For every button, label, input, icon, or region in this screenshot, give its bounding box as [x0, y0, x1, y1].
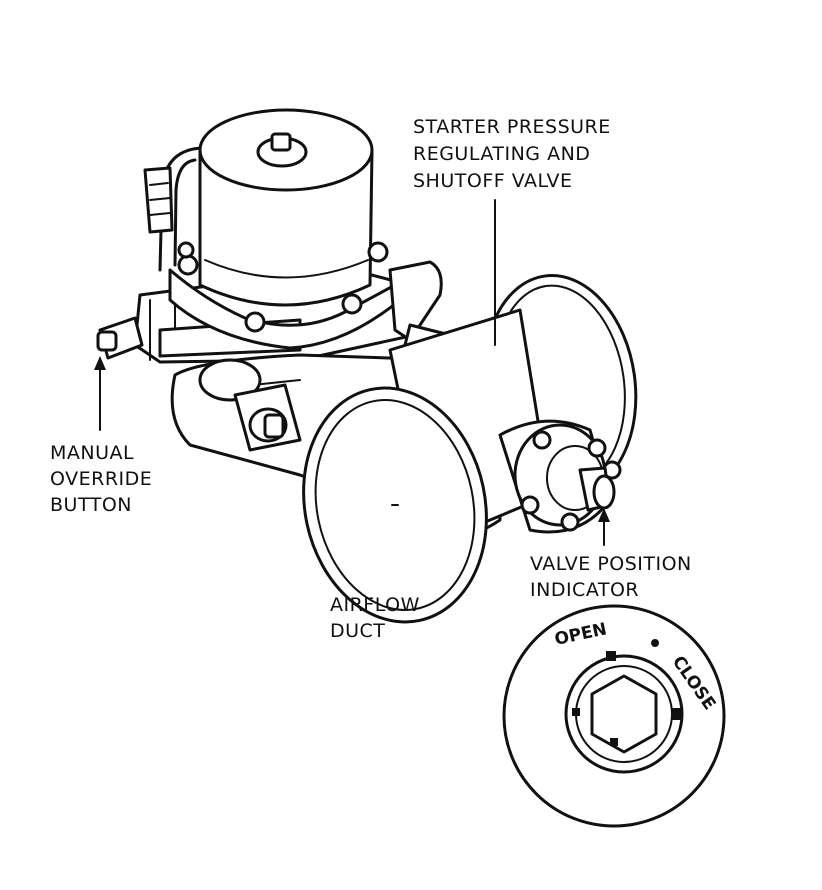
- label-valve-position: VALVE POSITION INDICATOR: [530, 553, 692, 601]
- bypass-tubing: [143, 146, 207, 272]
- dial-tick-open: [606, 651, 616, 661]
- label-airflow: AIRFLOW DUCT: [330, 594, 420, 642]
- manual-override-line-3: BUTTON: [50, 494, 132, 516]
- valve-title-line-1: STARTER PRESSURE: [413, 116, 611, 138]
- leader-lines: [94, 199, 610, 546]
- dial-separator-dot: [651, 639, 659, 647]
- valve-assembly-drawing: [96, 108, 638, 624]
- valve-title-line-2: REGULATING AND: [413, 143, 590, 165]
- manual-override-button: [96, 316, 144, 360]
- hex-socket: [590, 674, 658, 754]
- airflow-duct-opening: [302, 386, 488, 624]
- label-manual-override: MANUAL OVERRIDE BUTTON: [50, 442, 152, 516]
- dial-tick-bottom: [610, 738, 618, 746]
- label-valve-title: STARTER PRESSURE REGULATING AND SHUTOFF …: [413, 116, 611, 192]
- solenoid-cylinder: [198, 108, 374, 307]
- manual-override-line-2: OVERRIDE: [50, 468, 152, 490]
- manual-override-line-1: MANUAL: [50, 442, 134, 464]
- valve-position-line-2: INDICATOR: [530, 579, 639, 601]
- arrow-manual-override: [94, 356, 106, 370]
- valve-title-line-3: SHUTOFF VALVE: [413, 170, 573, 192]
- dial-tick-left: [572, 708, 580, 716]
- dial-tick-close: [672, 708, 682, 720]
- position-indicator-housing: [498, 419, 622, 534]
- indicator-dial: OPEN CLOSE: [502, 604, 726, 828]
- valve-position-line-1: VALVE POSITION: [530, 553, 692, 575]
- arrow-valve-position: [598, 508, 610, 522]
- airflow-line-2: DUCT: [330, 620, 385, 642]
- airflow-line-1: AIRFLOW: [330, 594, 420, 616]
